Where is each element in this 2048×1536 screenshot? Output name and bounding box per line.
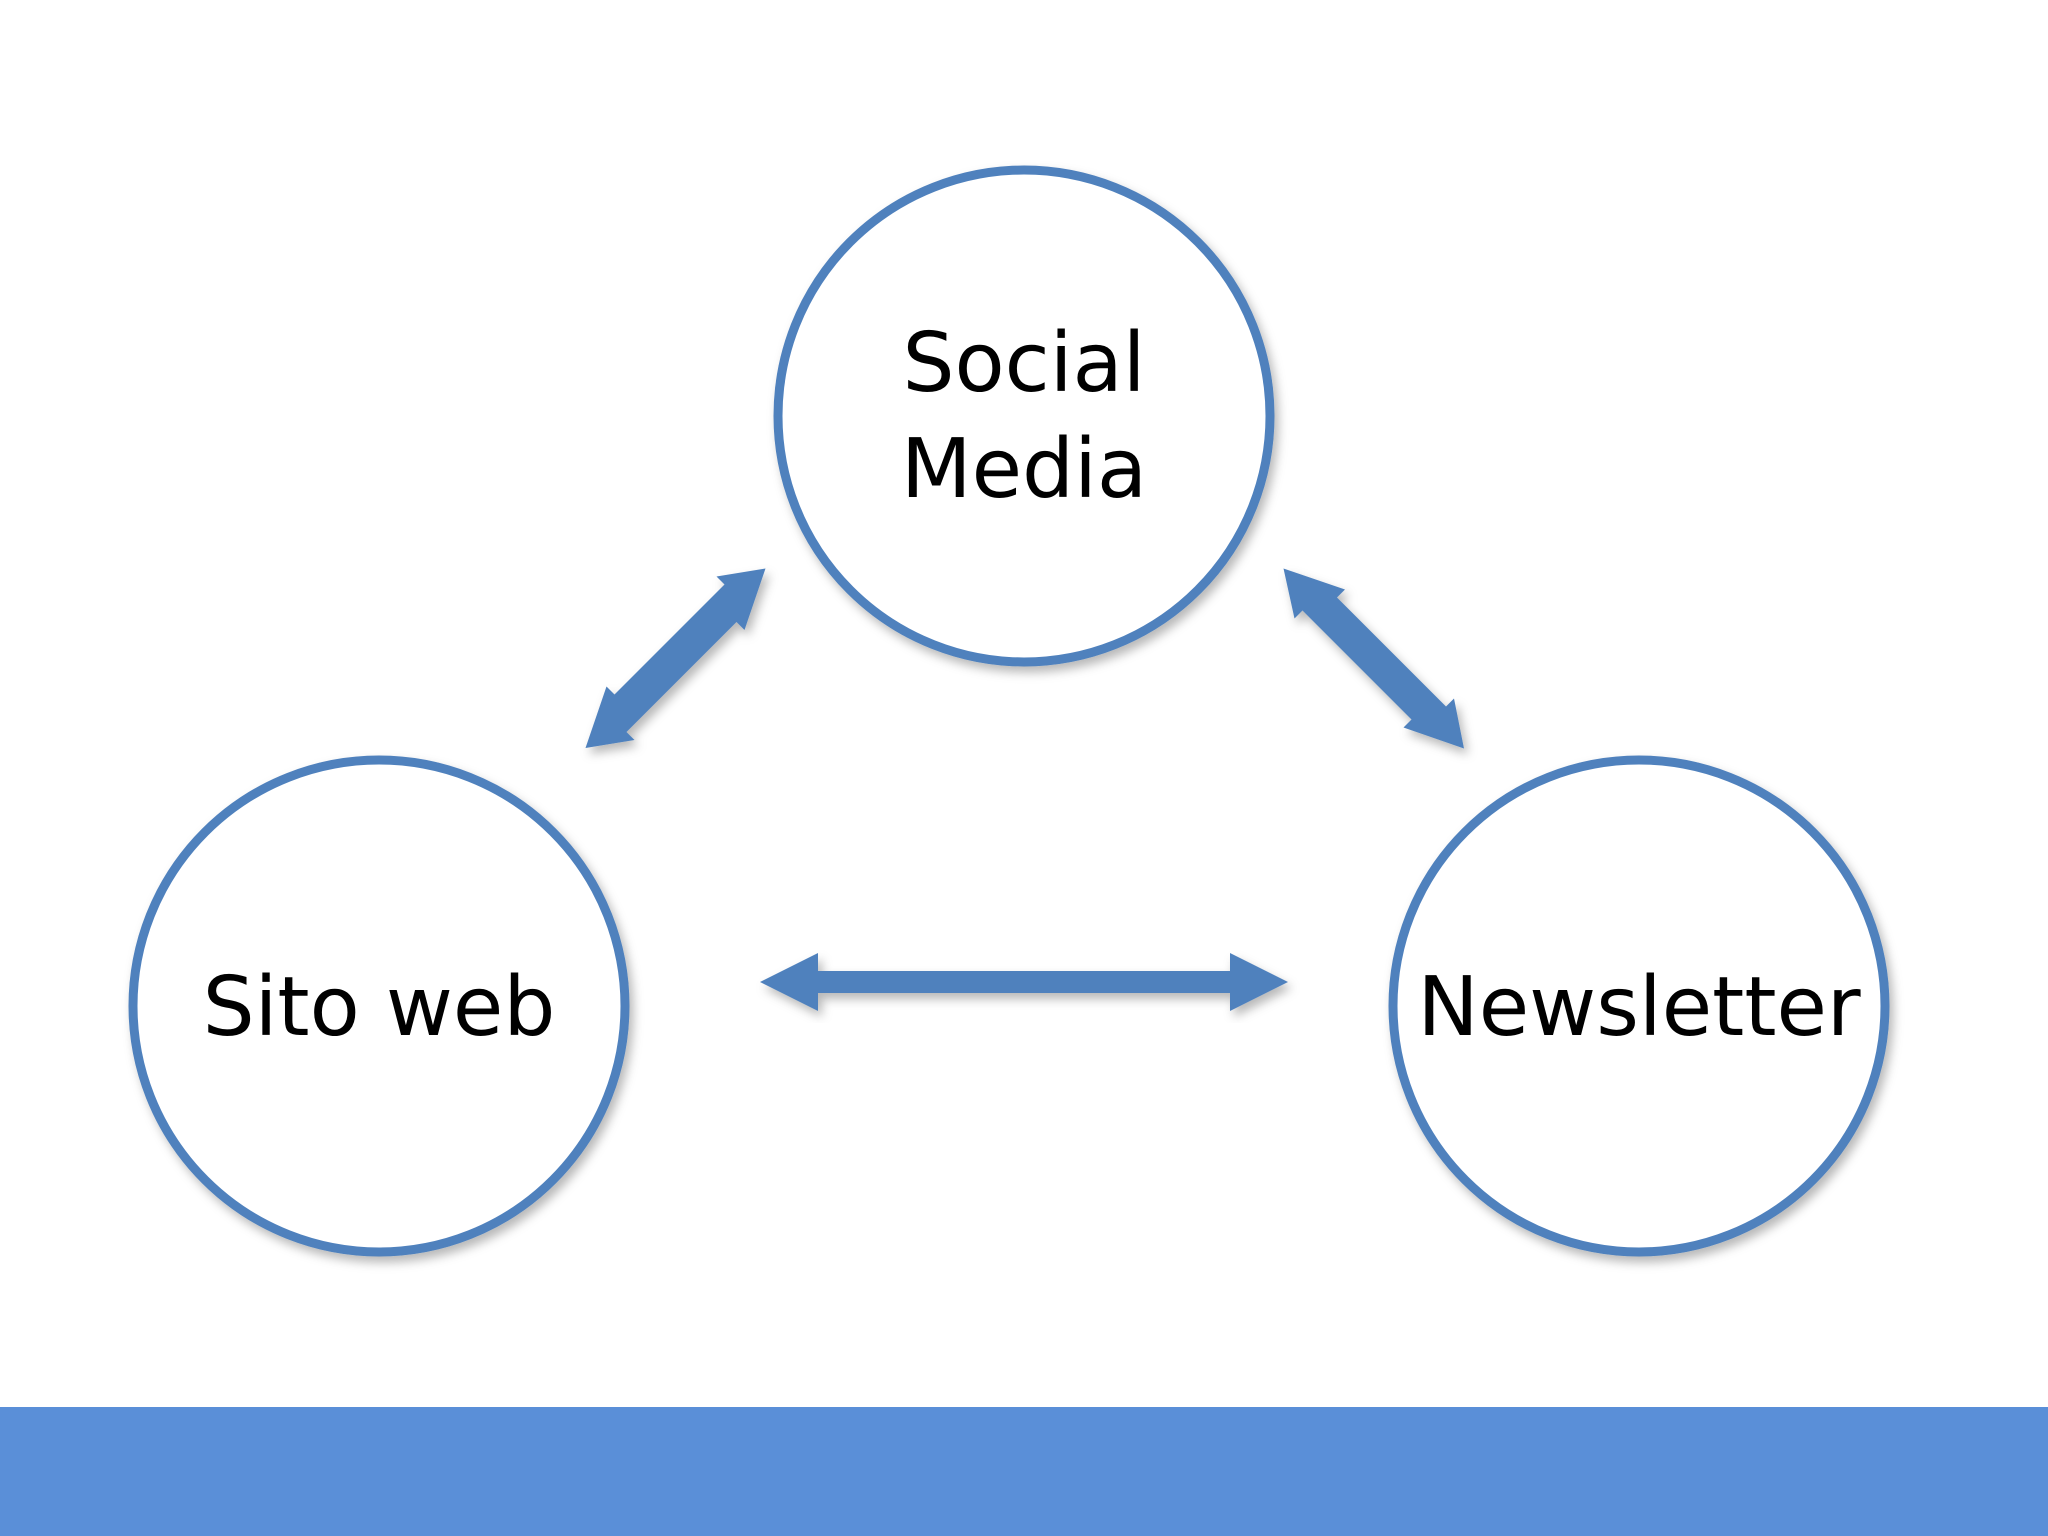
footer-band: [0, 1407, 2048, 1536]
node-label-sito-web: Sito web: [203, 960, 556, 1055]
connection-arrows: [585, 568, 1464, 1011]
node-label-social: Social: [902, 316, 1145, 411]
node-label-media: Media: [901, 422, 1147, 517]
node-circle-sito-web: [128, 755, 630, 1257]
node-social-media: Social Media: [773, 165, 1275, 667]
node-label-newsletter: Newsletter: [1417, 960, 1861, 1055]
node-circle-newsletter: [1388, 755, 1890, 1257]
node-circle-social-media: [773, 165, 1275, 667]
arrow-social-newsletter: [1283, 568, 1464, 749]
arrow-social-sito: [585, 568, 766, 748]
node-newsletter: Newsletter: [1388, 755, 1890, 1257]
node-sito-web: Sito web: [128, 755, 630, 1257]
arrow-sito-newsletter: [760, 953, 1288, 1011]
